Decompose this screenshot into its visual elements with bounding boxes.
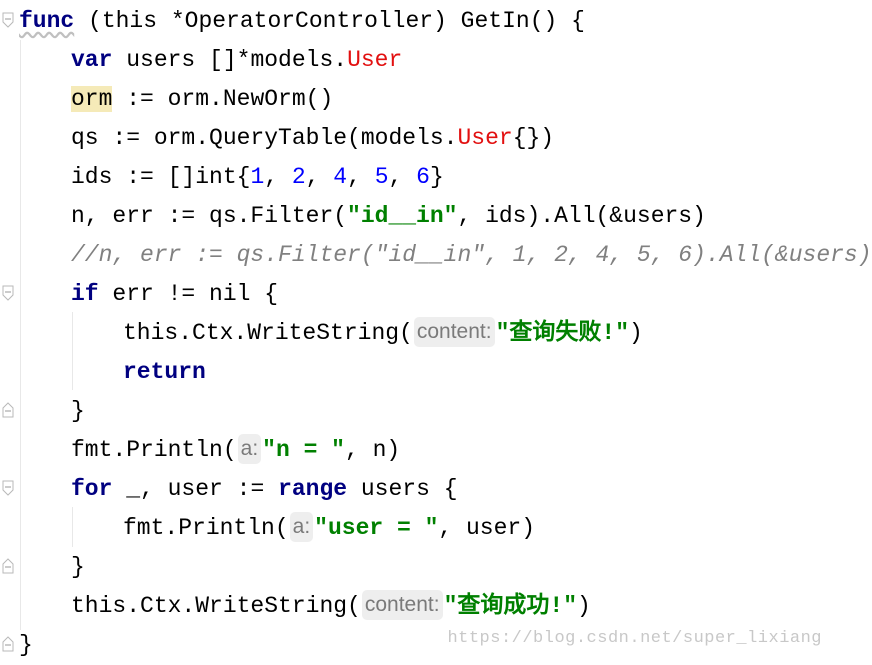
code-line[interactable]: this.Ctx.WriteString(content:"查询失败!") [123,314,643,353]
code-token: } [429,164,444,190]
code-line[interactable]: ids := []int{1, 2, 4, 5, 6} [71,158,444,197]
code-token: User [457,125,513,151]
code-token: "user = " [314,515,439,541]
fold-open-icon[interactable] [2,12,16,28]
code-line[interactable]: func (this *OperatorController) GetIn() … [19,2,585,41]
code-token: if [71,281,99,307]
code-token: return [123,359,206,385]
code-token: , [264,164,292,190]
code-line[interactable]: var users []*models.User [71,41,402,80]
fold-close-icon[interactable] [2,402,16,418]
code-token: , ids).All(&users) [457,203,706,229]
parameter-hint: content: [361,590,443,620]
indent-guide [72,507,73,547]
code-token: User [347,47,403,73]
code-token: fmt.Println( [71,437,237,463]
code-line[interactable]: } [19,626,33,665]
code-token: func [19,8,75,34]
code-token: //n, err := qs.Filter("id__in", 1, 2, 4,… [71,242,872,268]
code-line[interactable]: //n, err := qs.Filter("id__in", 1, 2, 4,… [71,236,872,275]
code-line[interactable]: this.Ctx.WriteString(content:"查询成功!") [71,587,591,626]
code-token: "id__in" [347,203,458,229]
fold-open-icon[interactable] [2,285,16,301]
parameter-hint: a: [289,512,314,542]
code-token: for [71,476,113,502]
code-token: (this *OperatorController) GetIn() { [74,8,585,34]
code-line[interactable]: orm := orm.NewOrm() [71,80,333,119]
code-token: , [347,164,375,190]
code-token: fmt.Println( [123,515,289,541]
editor-gutter [0,0,18,660]
code-line[interactable]: qs := orm.QueryTable(models.User{}) [71,119,554,158]
watermark: https://blog.csdn.net/super_lixiang [447,629,822,648]
code-token: , user) [438,515,536,541]
code-line[interactable]: } [71,392,85,431]
code-token: "n = " [262,437,345,463]
code-token: n, err := qs.Filter( [71,203,348,229]
code-token: 4 [333,164,348,190]
code-token: ids := []int{ [71,164,251,190]
code-token: , [388,164,417,190]
code-token: users []*models. [112,47,348,73]
indent-guide [20,40,21,630]
code-token: "查询失败!" [495,320,630,346]
code-token: qs := orm.QueryTable(models. [71,125,458,151]
code-token: err != nil { [98,281,279,307]
code-token: } [71,398,85,424]
fold-open-icon[interactable] [2,480,16,496]
code-line[interactable]: return [123,353,206,392]
code-token: this.Ctx.WriteString( [123,320,413,346]
fold-close-icon[interactable] [2,558,16,574]
code-token: users { [347,476,458,502]
code-token: orm [71,86,113,112]
indent-guide [72,312,73,390]
code-token: 2 [291,164,306,190]
code-token: 6 [416,164,430,190]
code-line[interactable]: fmt.Println(a:"user = ", user) [123,509,535,548]
code-token: range [278,476,348,502]
code-token: , [305,164,334,190]
code-token: ) [629,320,643,346]
code-token: ) [577,593,591,619]
code-line[interactable]: fmt.Println(a:"n = ", n) [71,431,400,470]
code-line[interactable]: } [71,548,85,587]
fold-close-icon[interactable] [2,636,16,652]
code-token: var [71,47,113,73]
parameter-hint: a: [237,434,262,464]
code-token: _, user := [112,476,279,502]
code-token: 1 [250,164,265,190]
code-token: "查询成功!" [443,593,578,619]
code-token: 5 [374,164,389,190]
parameter-hint: content: [413,317,495,347]
code-token: := orm.NewOrm() [112,86,334,112]
code-token: } [19,632,33,658]
code-token: } [71,554,85,580]
code-line[interactable]: if err != nil { [71,275,278,314]
code-line[interactable]: for _, user := range users { [71,470,458,509]
code-line[interactable]: n, err := qs.Filter("id__in", ids).All(&… [71,197,706,236]
code-token: this.Ctx.WriteString( [71,593,361,619]
code-token: {}) [512,125,555,151]
code-token: , n) [344,437,401,463]
